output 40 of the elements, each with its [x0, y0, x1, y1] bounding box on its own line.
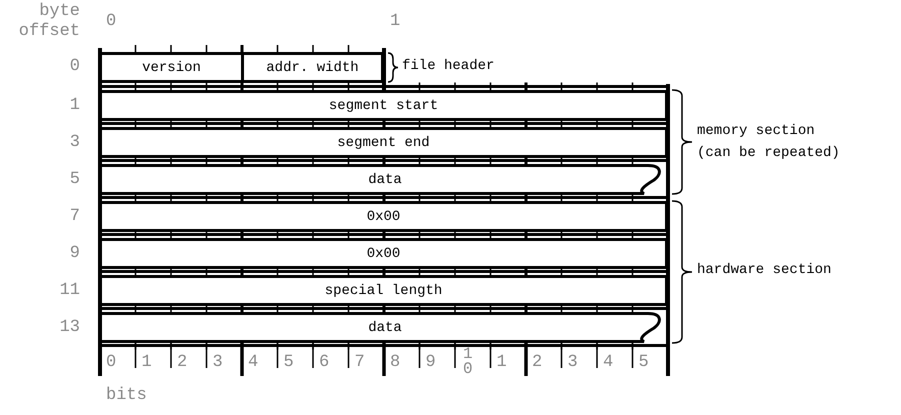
bit-number: 3 [568, 353, 578, 372]
bit-number: 3 [212, 353, 223, 372]
bit-number: 1 [142, 353, 152, 372]
axis-title: bits [106, 386, 147, 405]
bit-number: 2 [532, 353, 542, 372]
bit-number: 10 [463, 347, 473, 377]
offset-number: 0 [68, 57, 80, 76]
offset-number: 9 [68, 244, 80, 263]
bit-number: 6 [319, 353, 330, 372]
bit-number: 7 [354, 353, 365, 372]
offset-number: 3 [68, 133, 80, 152]
bit-number: 1 [496, 353, 507, 372]
packet-field: 0x00 [102, 201, 668, 232]
section-label: hardware section [697, 262, 832, 278]
section-label: memory section (can be repeated) [697, 122, 841, 163]
offset-number: 11 [58, 281, 80, 300]
packet-field: addr. width [241, 52, 384, 83]
offset-number: 1 [68, 96, 80, 115]
offset-number: 5 [68, 170, 80, 189]
offset-number: 7 [68, 207, 80, 226]
packet-field: segment end [102, 127, 668, 158]
packet-field: special length [102, 275, 668, 306]
packet-field: version [102, 52, 241, 83]
bit-number: 4 [603, 353, 614, 372]
packet-field: data [102, 164, 668, 195]
section-label: file header [402, 58, 494, 74]
byte-number: 0 [106, 12, 116, 31]
bit-number: 5 [284, 353, 294, 372]
packet-field: data [102, 312, 668, 343]
bit-number: 2 [177, 353, 188, 372]
axis-title: byte offset [18, 2, 80, 42]
byte-number: 1 [390, 12, 400, 31]
offset-number: 13 [58, 318, 80, 337]
bit-number: 8 [390, 353, 400, 372]
bit-number: 5 [638, 353, 649, 372]
bit-number: 0 [106, 353, 116, 372]
packet-field: segment start [102, 90, 668, 121]
packet-field: 0x00 [102, 238, 668, 269]
bit-number: 9 [426, 353, 436, 372]
bit-number: 4 [248, 353, 258, 372]
